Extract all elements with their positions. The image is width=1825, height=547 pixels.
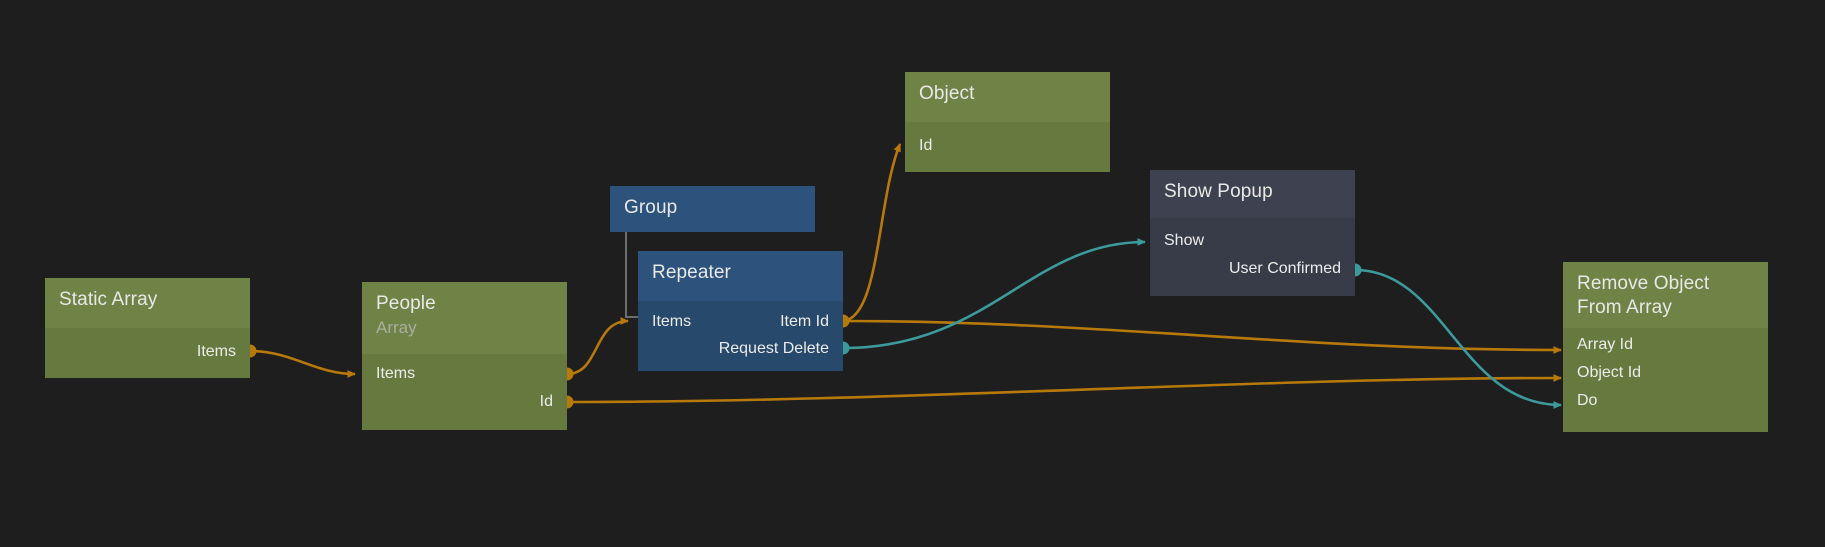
wire-repeater-item-id-to-object-id bbox=[842, 143, 902, 323]
port-remove-do-in[interactable]: Do bbox=[1577, 392, 1598, 409]
node-people-subtitle: Array bbox=[376, 318, 417, 337]
node-people[interactable]: People Array Items Id bbox=[362, 282, 567, 430]
port-static-array-items-out[interactable]: Items bbox=[196, 343, 236, 360]
node-remove-object-from-array-title: Remove Object From Array bbox=[1577, 273, 1710, 318]
port-show-popup-show-in[interactable]: Show bbox=[1164, 232, 1205, 249]
node-show-popup-body: Show User Confirmed bbox=[1150, 218, 1355, 296]
node-static-array-body: Items bbox=[45, 328, 250, 378]
node-people-body: Items Id bbox=[362, 354, 567, 430]
wire-static-array-items-to-people-items bbox=[243, 344, 356, 378]
port-repeater-item-id-out[interactable]: Item Id bbox=[780, 313, 829, 330]
node-remove-object-from-array[interactable]: Remove Object From Array Array Id Object… bbox=[1563, 262, 1768, 432]
wire-repeater-request-delete-to-show-popup-show bbox=[836, 238, 1146, 355]
node-static-array[interactable]: Static Array Items bbox=[45, 278, 250, 378]
port-show-popup-user-confirmed-out[interactable]: User Confirmed bbox=[1228, 260, 1341, 277]
node-repeater-body: Items Item Id Request Delete bbox=[638, 301, 843, 371]
port-repeater-request-delete-out[interactable]: Request Delete bbox=[718, 340, 829, 357]
node-static-array-title: Static Array bbox=[59, 289, 158, 310]
node-people-title: People bbox=[376, 293, 436, 314]
wire-people-items-to-repeater-items bbox=[560, 317, 629, 381]
node-remove-object-from-array-header: Remove Object From Array bbox=[1563, 262, 1768, 328]
wire-repeater-item-id-to-remove-object-id bbox=[836, 314, 1562, 354]
wire-people-id-to-remove-array-id bbox=[560, 374, 1562, 409]
port-people-id-out[interactable]: Id bbox=[539, 393, 553, 410]
node-show-popup-header: Show Popup bbox=[1150, 170, 1355, 218]
port-repeater-items-in[interactable]: Items bbox=[652, 313, 692, 330]
port-people-items-in[interactable]: Items bbox=[376, 365, 416, 382]
node-group[interactable]: Group bbox=[610, 186, 815, 232]
port-remove-object-id-in[interactable]: Object Id bbox=[1577, 364, 1642, 381]
wire-show-popup-user-confirmed-to-remove-do bbox=[1348, 263, 1562, 409]
node-object-body: Id bbox=[905, 122, 1110, 172]
node-object-title: Object bbox=[919, 83, 975, 104]
node-repeater-header: Repeater bbox=[638, 251, 843, 301]
node-show-popup[interactable]: Show Popup Show User Confirmed bbox=[1150, 170, 1355, 296]
port-remove-array-id-in[interactable]: Array Id bbox=[1577, 336, 1634, 353]
node-static-array-header: Static Array bbox=[45, 278, 250, 328]
node-repeater[interactable]: Repeater Items Item Id Request Delete bbox=[638, 251, 843, 371]
node-remove-object-from-array-body: Array Id Object Id Do bbox=[1563, 328, 1768, 432]
node-group-header: Group bbox=[610, 186, 815, 232]
node-repeater-title: Repeater bbox=[652, 262, 731, 283]
port-object-id-in[interactable]: Id bbox=[919, 137, 933, 154]
node-object[interactable]: Object Id bbox=[905, 72, 1110, 172]
node-object-header: Object bbox=[905, 72, 1110, 122]
group-to-repeater-link bbox=[625, 232, 647, 318]
node-people-header: People Array bbox=[362, 282, 567, 354]
node-show-popup-title: Show Popup bbox=[1164, 181, 1273, 202]
node-group-title: Group bbox=[624, 197, 678, 218]
